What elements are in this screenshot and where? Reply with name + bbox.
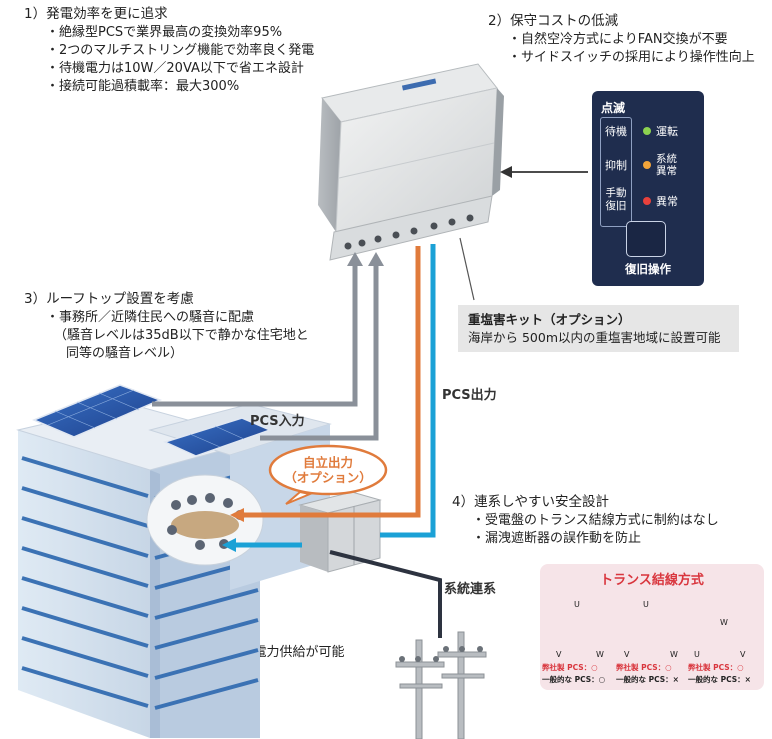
self-output-line-2: （オプション） [284,470,372,485]
red-led-icon [643,197,651,205]
section-3-title: 3）ルーフトップ設置を考慮 [24,291,194,307]
grid-label: 系統連系 [444,582,497,597]
salt-kit-title: 重塩害キット（オプション） [468,312,631,327]
terminal-label: V [556,650,562,659]
reset-button[interactable] [626,221,666,257]
general-result: 一般的な PCS：× [616,675,679,684]
utility-pole [395,631,487,739]
kit-connector [459,237,475,301]
green-led-icon [643,127,651,135]
list-item: ・受電盤のトランス結線方式に制約はなし [472,513,719,528]
list-item: ・サイドスイッチの採用により操作性向上 [508,50,755,65]
general-result: 一般的な PCS：× [688,675,751,684]
led-label-run: 運転 [656,125,678,138]
terminal-label: U [643,600,649,609]
terminal-label: W [670,650,678,659]
list-item: ・絶縁型PCSで業界最高の変換効率95% [46,25,283,40]
ours-result: 弊社製 PCS：○ [542,663,598,672]
list-item: ・自然空冷方式によりFAN交換が不要 [508,32,728,47]
arrow-left-icon [222,538,236,552]
arrow-left-icon [230,508,244,522]
terminal-label: W [596,650,604,659]
terminal-label: V [740,650,746,659]
terminal-label: U [574,600,580,609]
led-label-manual-reset: 手動 復旧 [605,187,627,212]
list-item: ・待機電力は10W／20VA以下で省エネ設計 [46,61,304,76]
meeting-table [171,511,239,539]
section-4-list: ・受電盤のトランス結線方式に制約はなし ・漏洩遮断器の誤作動を防止 [472,512,719,548]
list-item: 同等の騒音レベル） [66,346,184,361]
orange-led-icon [643,161,651,169]
section-4: 4）連系しやすい安全設計 ・受電盤のトランス結線方式に制約はなし ・漏洩遮断器の… [452,493,719,548]
salt-kit-box: 重塩害キット（オプション） 海岸から 500m以内の重塩害地域に設置可能 [458,305,739,352]
led-label-error: 異常 [656,195,678,208]
insulators [399,646,483,662]
pcs-unit [318,63,504,261]
list-item: ・接続可能過積載率：最大300% [46,79,240,94]
terminal-label: V [624,650,630,659]
solar-panel [32,384,273,457]
blink-label: 点滅 [601,101,626,115]
salt-kit-desc: 海岸から 500m以内の重塩害地域に設置可能 [468,330,721,345]
terminal-label: W [720,618,728,627]
general-result: 一般的な PCS：○ [542,675,606,684]
pcs-input-lines [152,262,379,441]
section-1-title: 1）発電効率を更に追求 [24,6,168,22]
list-item: ・漏洩遮断器の誤作動を防止 [472,531,642,546]
terminal-label: U [694,650,700,659]
transformer-title: トランス結線方式 [600,573,704,588]
section-2-list: ・自然空冷方式によりFAN交換が不要 ・サイドスイッチの採用により操作性向上 [508,31,755,67]
list-item: ・事務所／近隣住民への騒音に配慮 [46,310,255,325]
ours-result: 弊社製 PCS：○ [688,663,744,672]
ours-result: 弊社製 PCS：○ [616,663,672,672]
section-1-list: ・絶縁型PCSで業界最高の変換効率95% ・2つのマルチストリング機能で効率良く… [46,24,314,96]
badge-pointer [285,490,314,505]
led-group-frame [600,117,632,227]
grid-line [329,550,442,638]
section-1: 1）発電効率を更に追求 ・絶縁型PCSで業界最高の変換効率95% ・2つのマルチ… [24,5,314,96]
transformer-box: トランス結線方式 U V W 弊社製 PCS：○ 一般的な PCS：○ U V … [540,564,764,690]
led-label-grid-error: 系統 異常 [656,153,677,177]
pcs-input-label: PCS入力 [250,414,305,429]
section-2: 2）保守コストの低減 ・自然空冷方式によりFAN交換が不要 ・サイドスイッチの採… [488,12,755,67]
led-label-standby: 待機 [605,125,627,138]
arrow-up-icon [368,252,384,266]
arrow-head-icon [500,166,512,178]
self-output-label: 自立出力 （オプション） [278,455,378,485]
section-4-title: 4）連系しやすい安全設計 [452,494,609,510]
section-3: 3）ルーフトップ設置を考慮 ・事務所／近隣住民への騒音に配慮 （騒音レベルは35… [24,290,309,363]
control-panel: 点滅 待機 運転 抑制 系統 異常 手動 復旧 異常 復旧操作 [592,91,704,286]
self-output-badge [268,444,388,496]
self-output-line-1: 自立出力 [302,455,353,470]
list-item: （騒音レベルは35dB以下で静かな住宅地と [54,328,309,343]
arrow-up-icon [347,252,363,266]
led-label-limit: 抑制 [605,159,627,172]
section-2-title: 2）保守コストの低減 [488,13,619,29]
pcs-output-lines [232,244,436,548]
reset-button-label: 復旧操作 [625,262,671,276]
pcs-output-label: PCS出力 [442,388,497,403]
section-3-list: ・事務所／近隣住民への騒音に配慮 （騒音レベルは35dB以下で静かな住宅地と 同… [46,309,309,363]
list-item: ・2つのマルチストリング機能で効率良く発電 [46,43,315,58]
